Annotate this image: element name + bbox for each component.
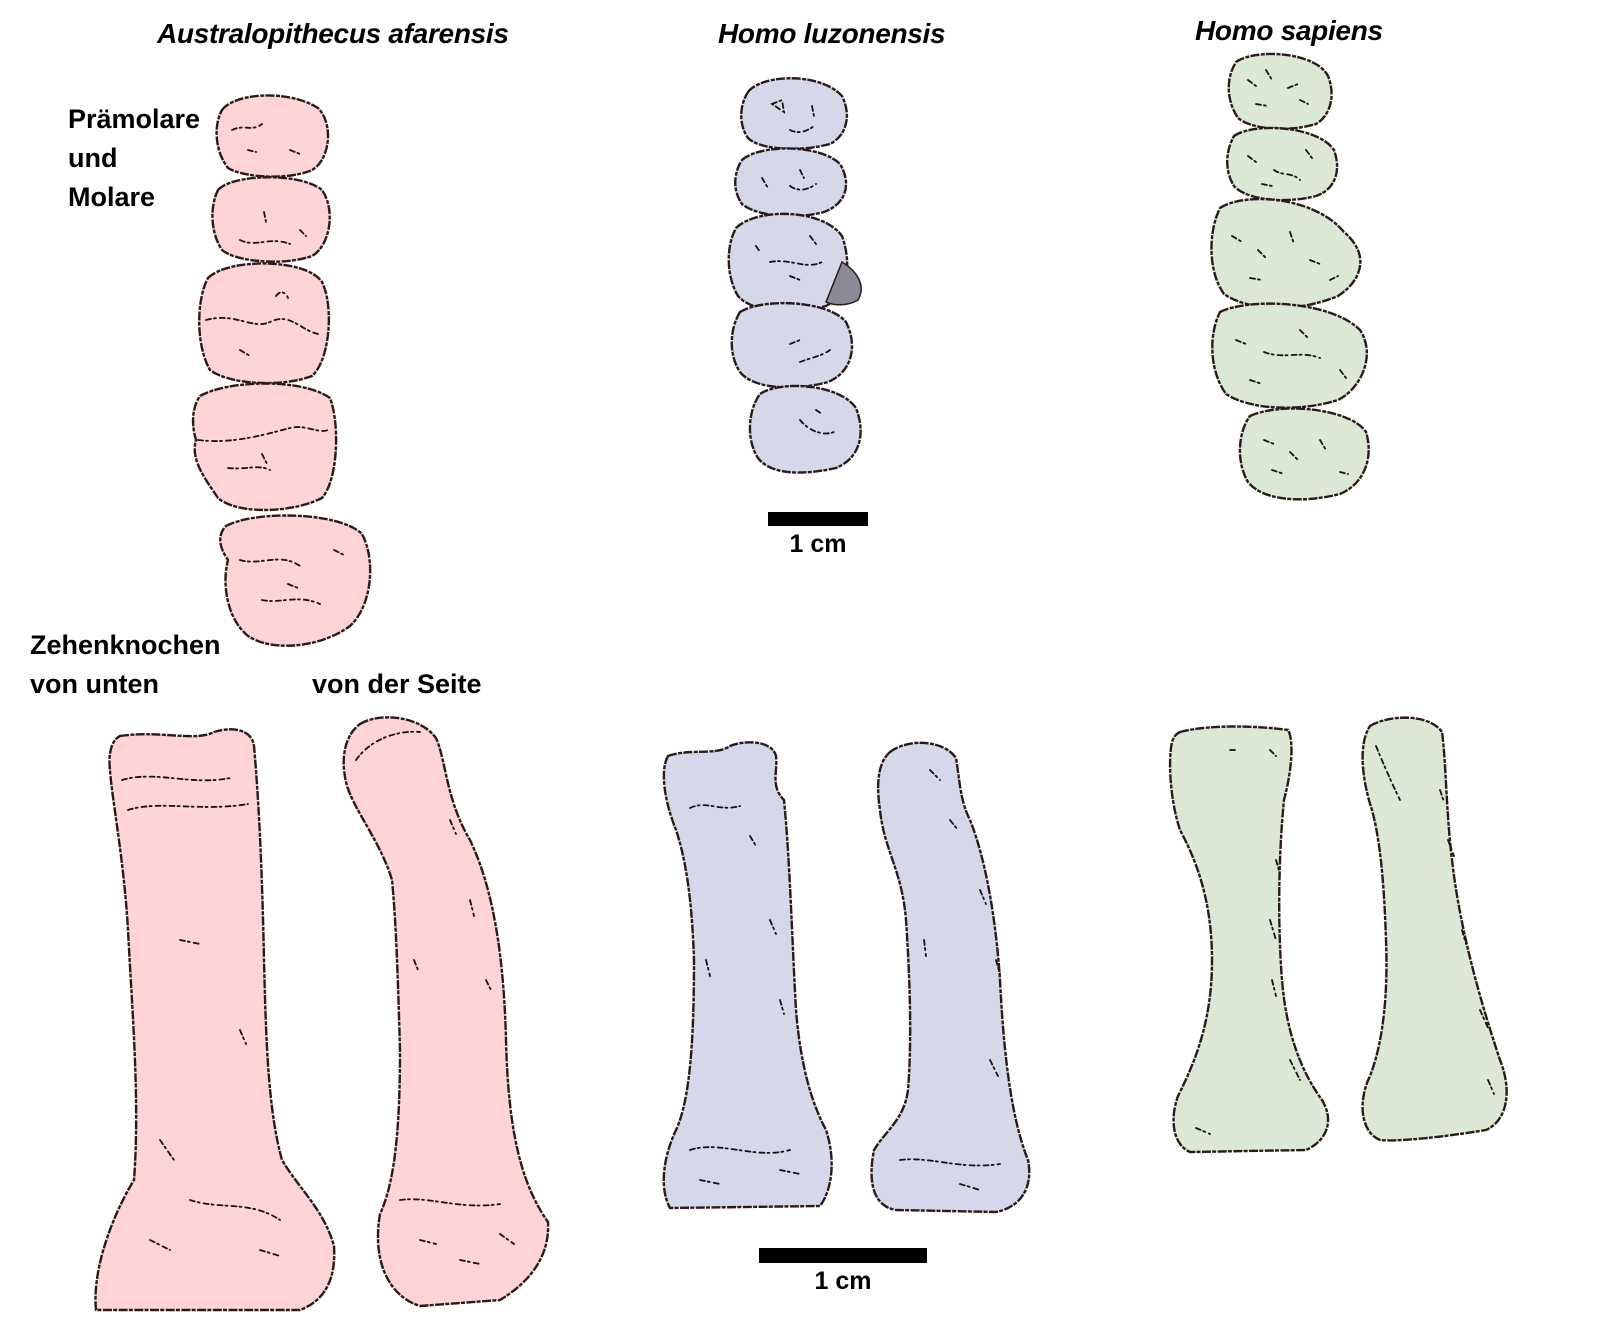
species-title-afarensis: Australopithecus afarensis (157, 18, 509, 49)
teeth-label: Prämolare und Molare (68, 100, 200, 217)
toe-bone-label-line-2: von unten (30, 669, 159, 699)
tooth-2 (211, 176, 331, 263)
afarensis-toe-bone-from-below (94, 728, 336, 1312)
scale-bar-label: 1 cm (814, 1267, 872, 1295)
tooth-4 (1211, 302, 1369, 409)
teeth-label-line-1: Prämolare (68, 104, 201, 134)
scale-bar-teeth: 1 cm (768, 512, 868, 559)
luzonensis-toe-bone-from-below (662, 741, 833, 1210)
afarensis-toe-bone-from-side (342, 716, 550, 1308)
tooth-1 (1227, 52, 1333, 130)
luzonensis-teeth (727, 77, 862, 474)
tooth-2 (734, 147, 848, 218)
tooth-4 (730, 302, 854, 389)
sapiens-toe-bone-from-below (1168, 725, 1330, 1154)
species-title-sapiens: Homo sapiens (1195, 15, 1383, 46)
tooth-2 (1226, 126, 1339, 202)
sapiens-teeth (1210, 52, 1370, 501)
tooth-3 (1210, 197, 1362, 309)
teeth-label-line-3: Molare (68, 182, 156, 212)
tooth-5 (748, 384, 862, 474)
scale-bar-line (759, 1248, 927, 1263)
sapiens-toe-bone-from-side (1361, 716, 1508, 1142)
tooth-1 (215, 94, 330, 178)
scale-bar-line (768, 512, 868, 526)
toe-bone-label: Zehenknochen von unten (30, 626, 221, 704)
tooth-4 (191, 382, 338, 512)
species-title-luzonensis: Homo luzonensis (718, 18, 946, 49)
afarensis-teeth (191, 94, 372, 647)
tooth-1 (740, 77, 849, 150)
side-view-label: von der Seite (312, 669, 482, 699)
tooth-5 (1238, 407, 1370, 501)
teeth-label-line-2: und (68, 143, 118, 173)
luzonensis-toe-bone-from-side (870, 741, 1031, 1214)
toe-bone-label-line-1: Zehenknochen (30, 630, 221, 660)
tooth-5 (219, 514, 372, 647)
scale-bar-label: 1 cm (789, 530, 847, 558)
scale-bar-toe-bones: 1 cm (759, 1248, 927, 1296)
